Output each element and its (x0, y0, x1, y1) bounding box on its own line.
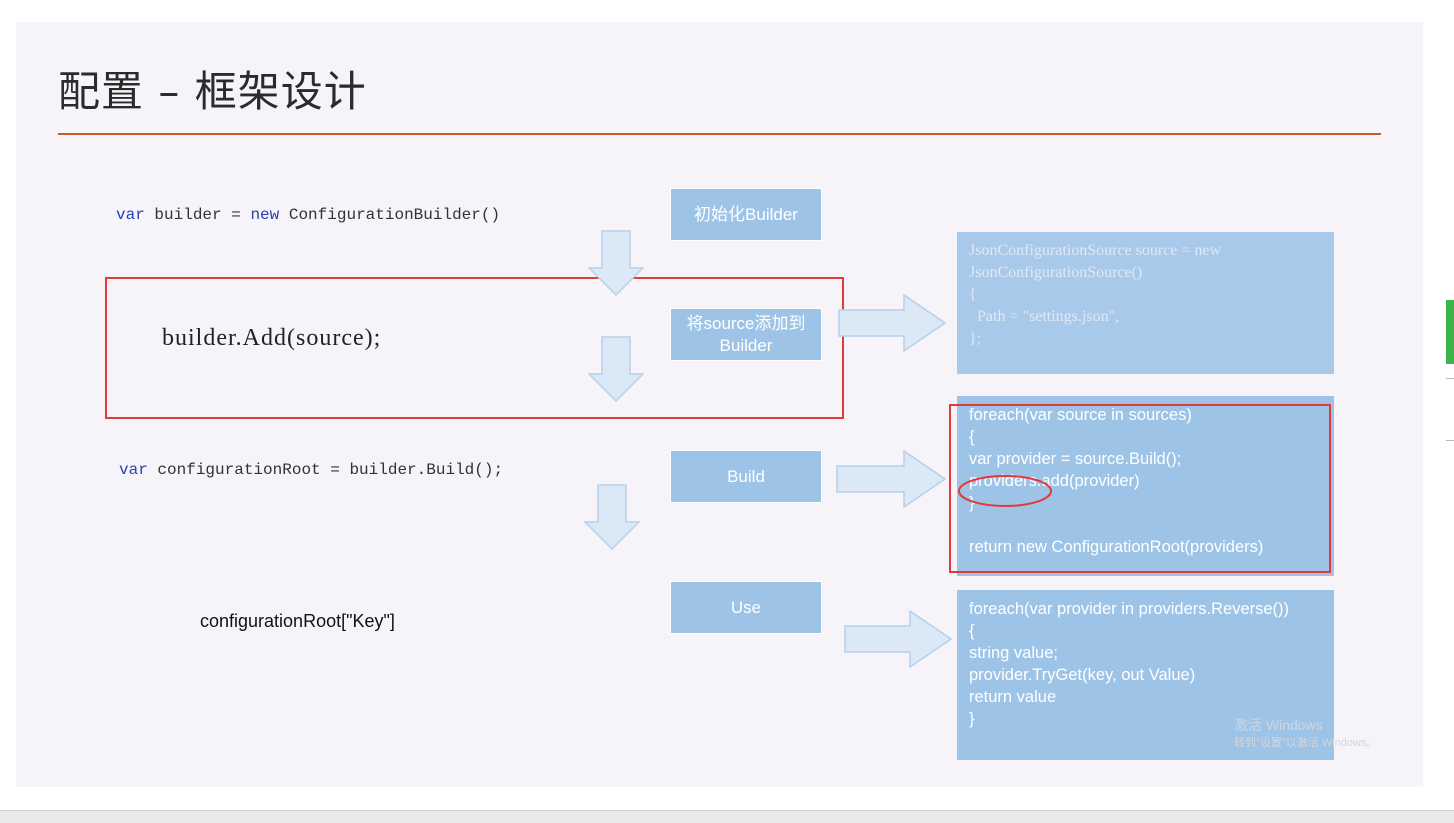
step-init-builder: 初始化Builder (670, 188, 822, 241)
right-arrow-icon (838, 294, 946, 352)
panel-build: foreach(var source in sources) { var pro… (957, 396, 1334, 576)
watermark-line2: 转到"设置"以激活 Windows。 (1234, 737, 1378, 749)
step-label: 将source添加到 Builder (686, 313, 806, 355)
down-arrow-icon (584, 484, 640, 550)
highlight-box-build (949, 404, 1331, 573)
step-build: Build (670, 450, 822, 503)
activation-watermark: 激活 Windows 转到"设置"以激活 Windows。 (1234, 716, 1378, 752)
keyword-var: var (119, 461, 148, 479)
right-arrow-icon (836, 450, 946, 508)
highlight-ellipse (958, 475, 1052, 507)
keyword-var: var (116, 206, 145, 224)
slide-title: 配置 – 框架设计 (58, 67, 367, 116)
code-line-builder-add: builder.Add(source); (162, 325, 382, 351)
side-indicator (1446, 300, 1454, 364)
code-line-build: var configurationRoot = builder.Build(); (119, 461, 503, 479)
keyword-new: new (250, 206, 280, 224)
side-divider (1446, 378, 1454, 379)
side-divider (1446, 440, 1454, 441)
panel-use: foreach(var provider in providers.Revers… (957, 590, 1334, 760)
code-text: configurationRoot = builder.Build(); (147, 461, 504, 479)
code-line-new-builder: var builder = new ConfigurationBuilder() (116, 206, 500, 224)
step-add-source: 将source添加到 Builder (670, 308, 822, 361)
watermark-line1: 激活 Windows (1234, 717, 1323, 733)
panel-json-source: JsonConfigurationSource source = new Jso… (957, 232, 1334, 374)
down-arrow-icon (588, 336, 644, 402)
bottom-scrollbar[interactable] (0, 810, 1454, 823)
down-arrow-icon (588, 230, 644, 296)
step-label: Use (730, 597, 762, 617)
code-text: ConfigurationBuilder() (279, 206, 501, 224)
code-line-use: configurationRoot["Key"] (200, 611, 395, 631)
step-label: 初始化Builder (694, 204, 798, 224)
right-arrow-icon (844, 610, 952, 668)
code-text: builder = (144, 206, 251, 224)
step-use: Use (670, 581, 822, 634)
step-label: Build (727, 466, 765, 486)
highlight-box-add (105, 277, 844, 419)
title-underline (58, 133, 1381, 135)
